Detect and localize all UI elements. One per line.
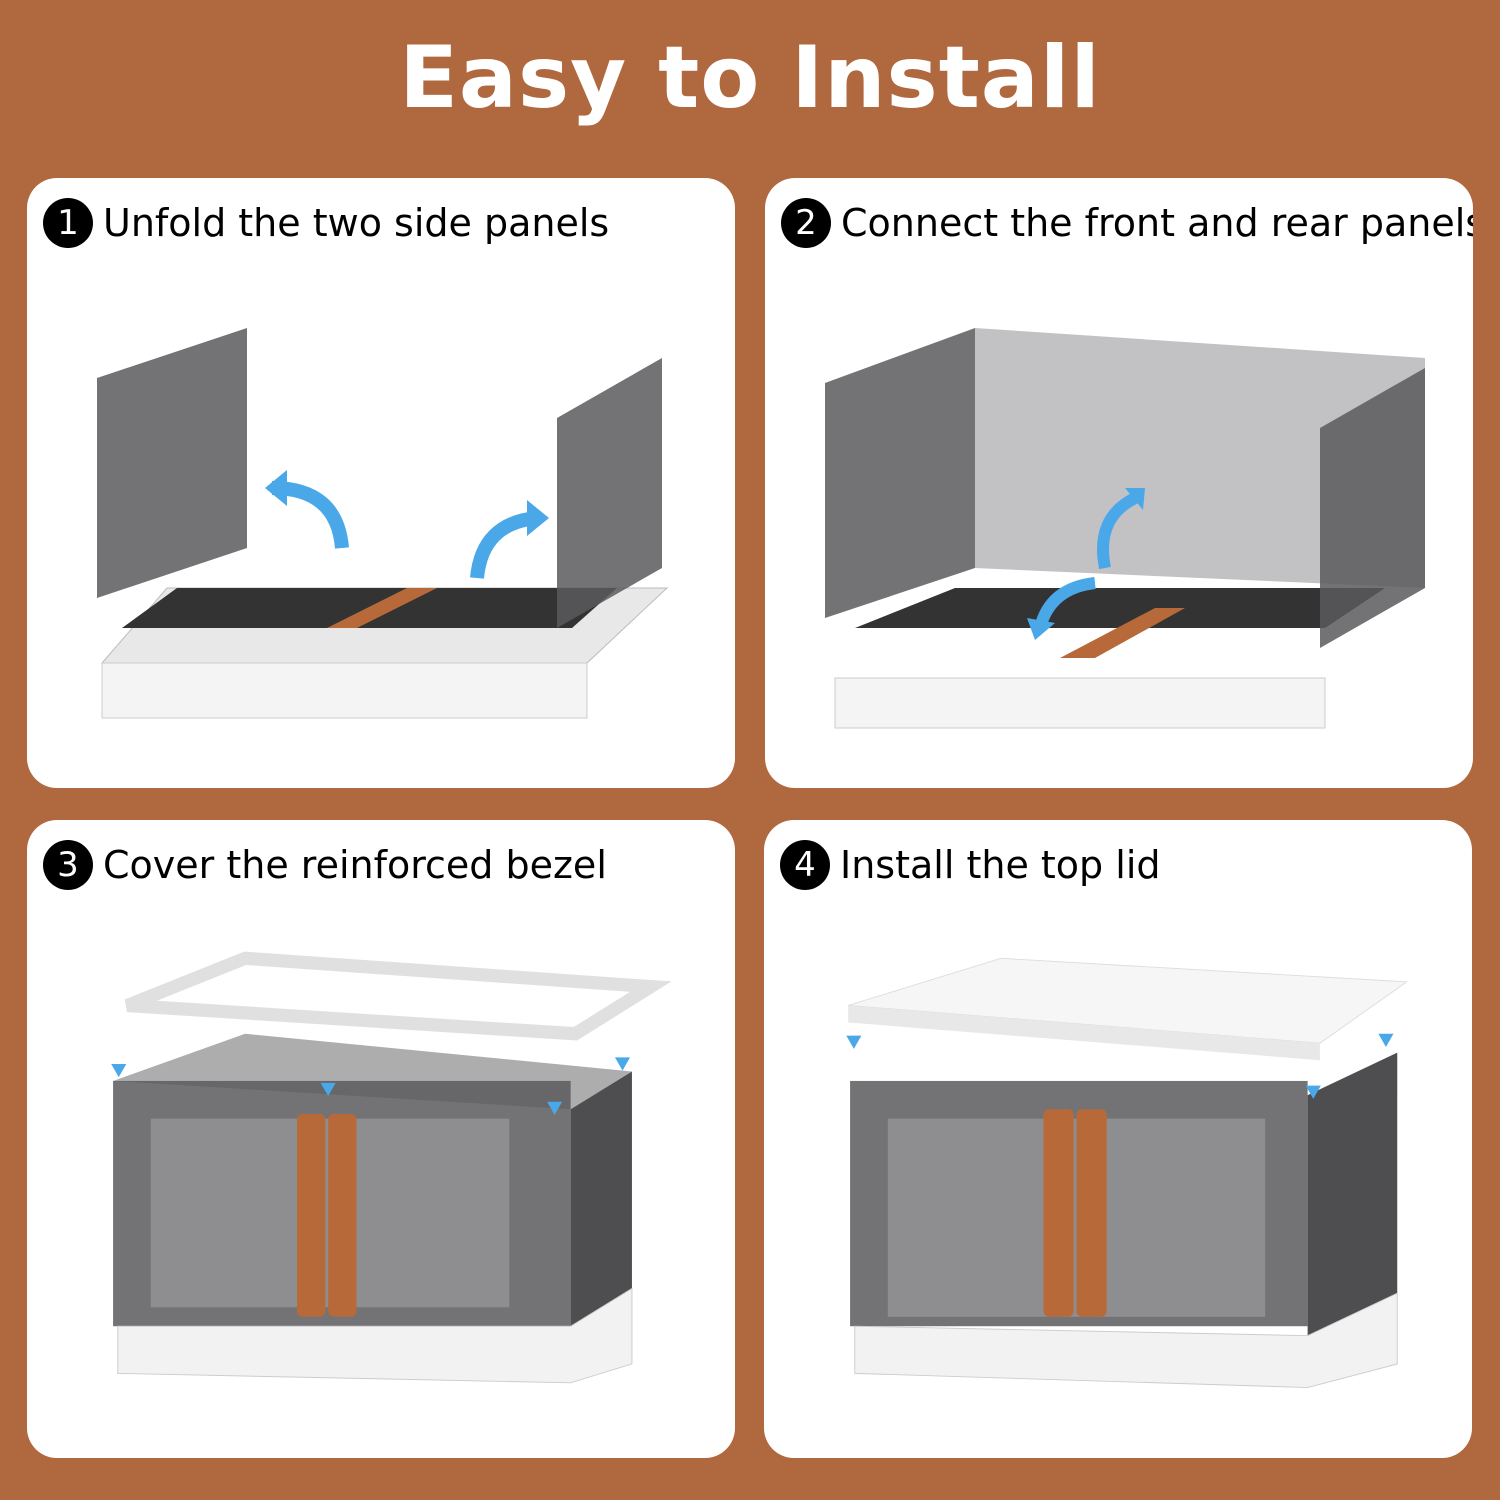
step-label: Install the top lid bbox=[840, 843, 1161, 887]
step-label: Connect the front and rear panels bbox=[841, 201, 1473, 245]
box-top-lid-image bbox=[846, 957, 1409, 1389]
box-unfolded-side-panels-image bbox=[97, 328, 669, 719]
step-number-badge: 4 bbox=[780, 840, 830, 890]
step-number-badge: 2 bbox=[781, 198, 831, 248]
step-label: Unfold the two side panels bbox=[103, 201, 610, 245]
box-front-rear-panels-image bbox=[825, 328, 1425, 729]
step-number-badge: 3 bbox=[43, 840, 93, 890]
page-title: Easy to Install bbox=[399, 28, 1101, 128]
box-bezel-image bbox=[111, 951, 672, 1384]
step-label: Cover the reinforced bezel bbox=[103, 843, 607, 887]
step-number-badge: 1 bbox=[43, 198, 93, 248]
